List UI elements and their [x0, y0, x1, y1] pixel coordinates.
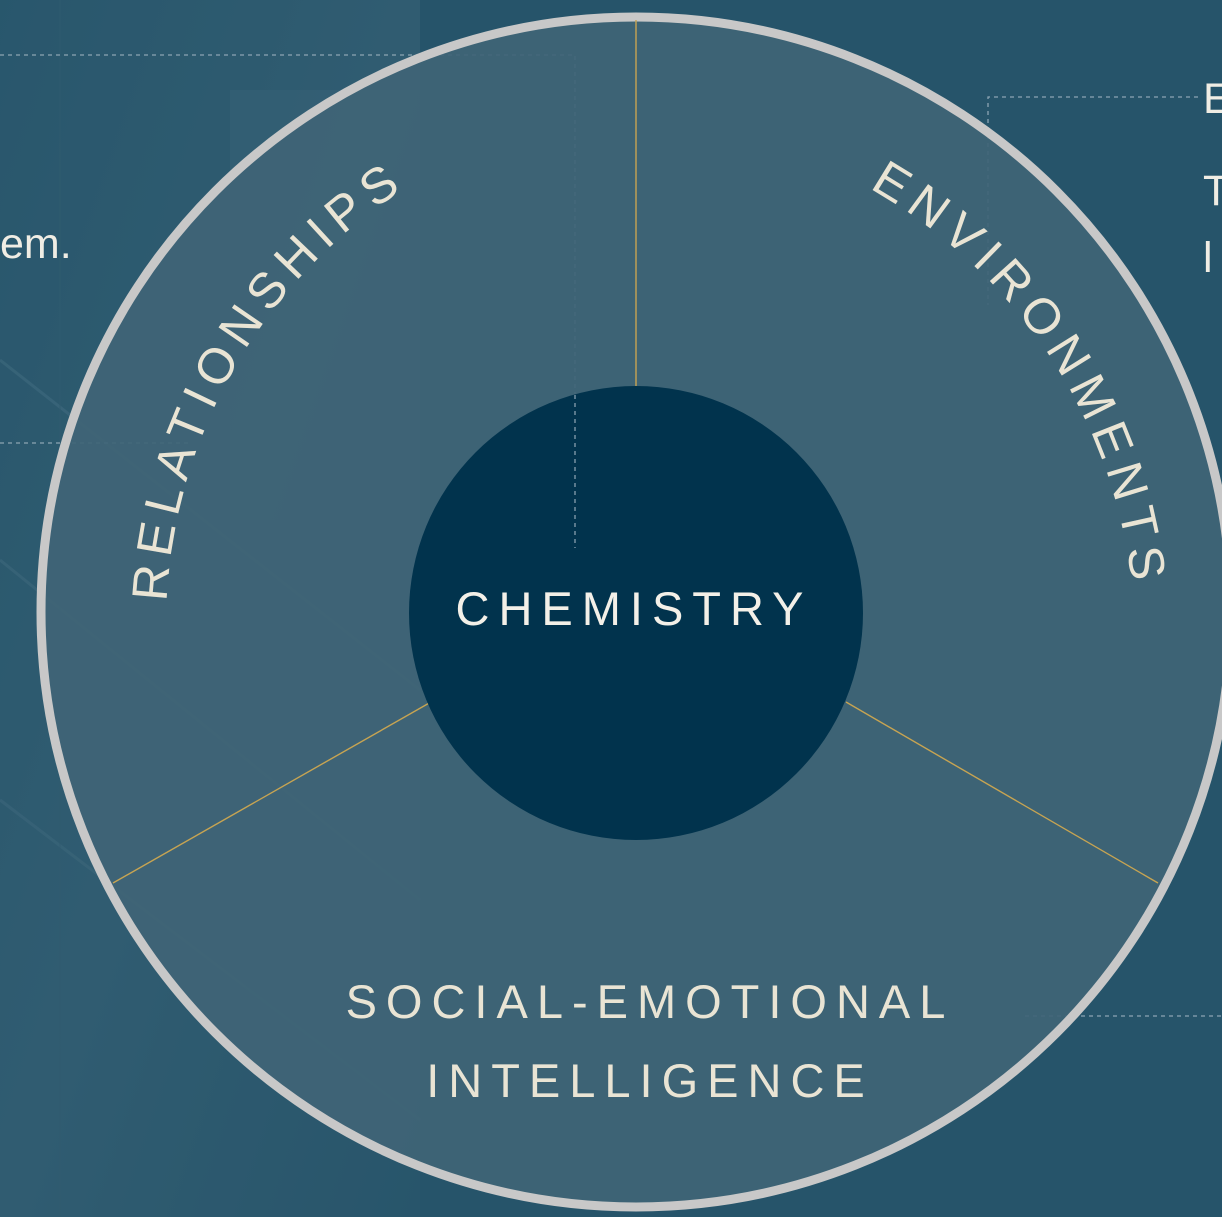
divider-bottom-left [112, 701, 432, 884]
divider-bottom-right [845, 701, 1159, 884]
right-text-fragment-top: E [1203, 75, 1222, 123]
right-text-fragment-mid: T [1203, 167, 1222, 215]
segment-dividers [112, 20, 1159, 884]
left-text-fragment: em. [0, 220, 72, 268]
segment-label-sei-line2: INTELLIGENCE [426, 1054, 874, 1107]
center-label: CHEMISTRY [456, 582, 813, 635]
connector-top-right [987, 96, 1198, 305]
right-text-fragment-bottom: l [1203, 234, 1213, 282]
center-circle [409, 386, 863, 840]
segment-label-sei-line1: SOCIAL-EMOTIONAL [346, 975, 955, 1028]
